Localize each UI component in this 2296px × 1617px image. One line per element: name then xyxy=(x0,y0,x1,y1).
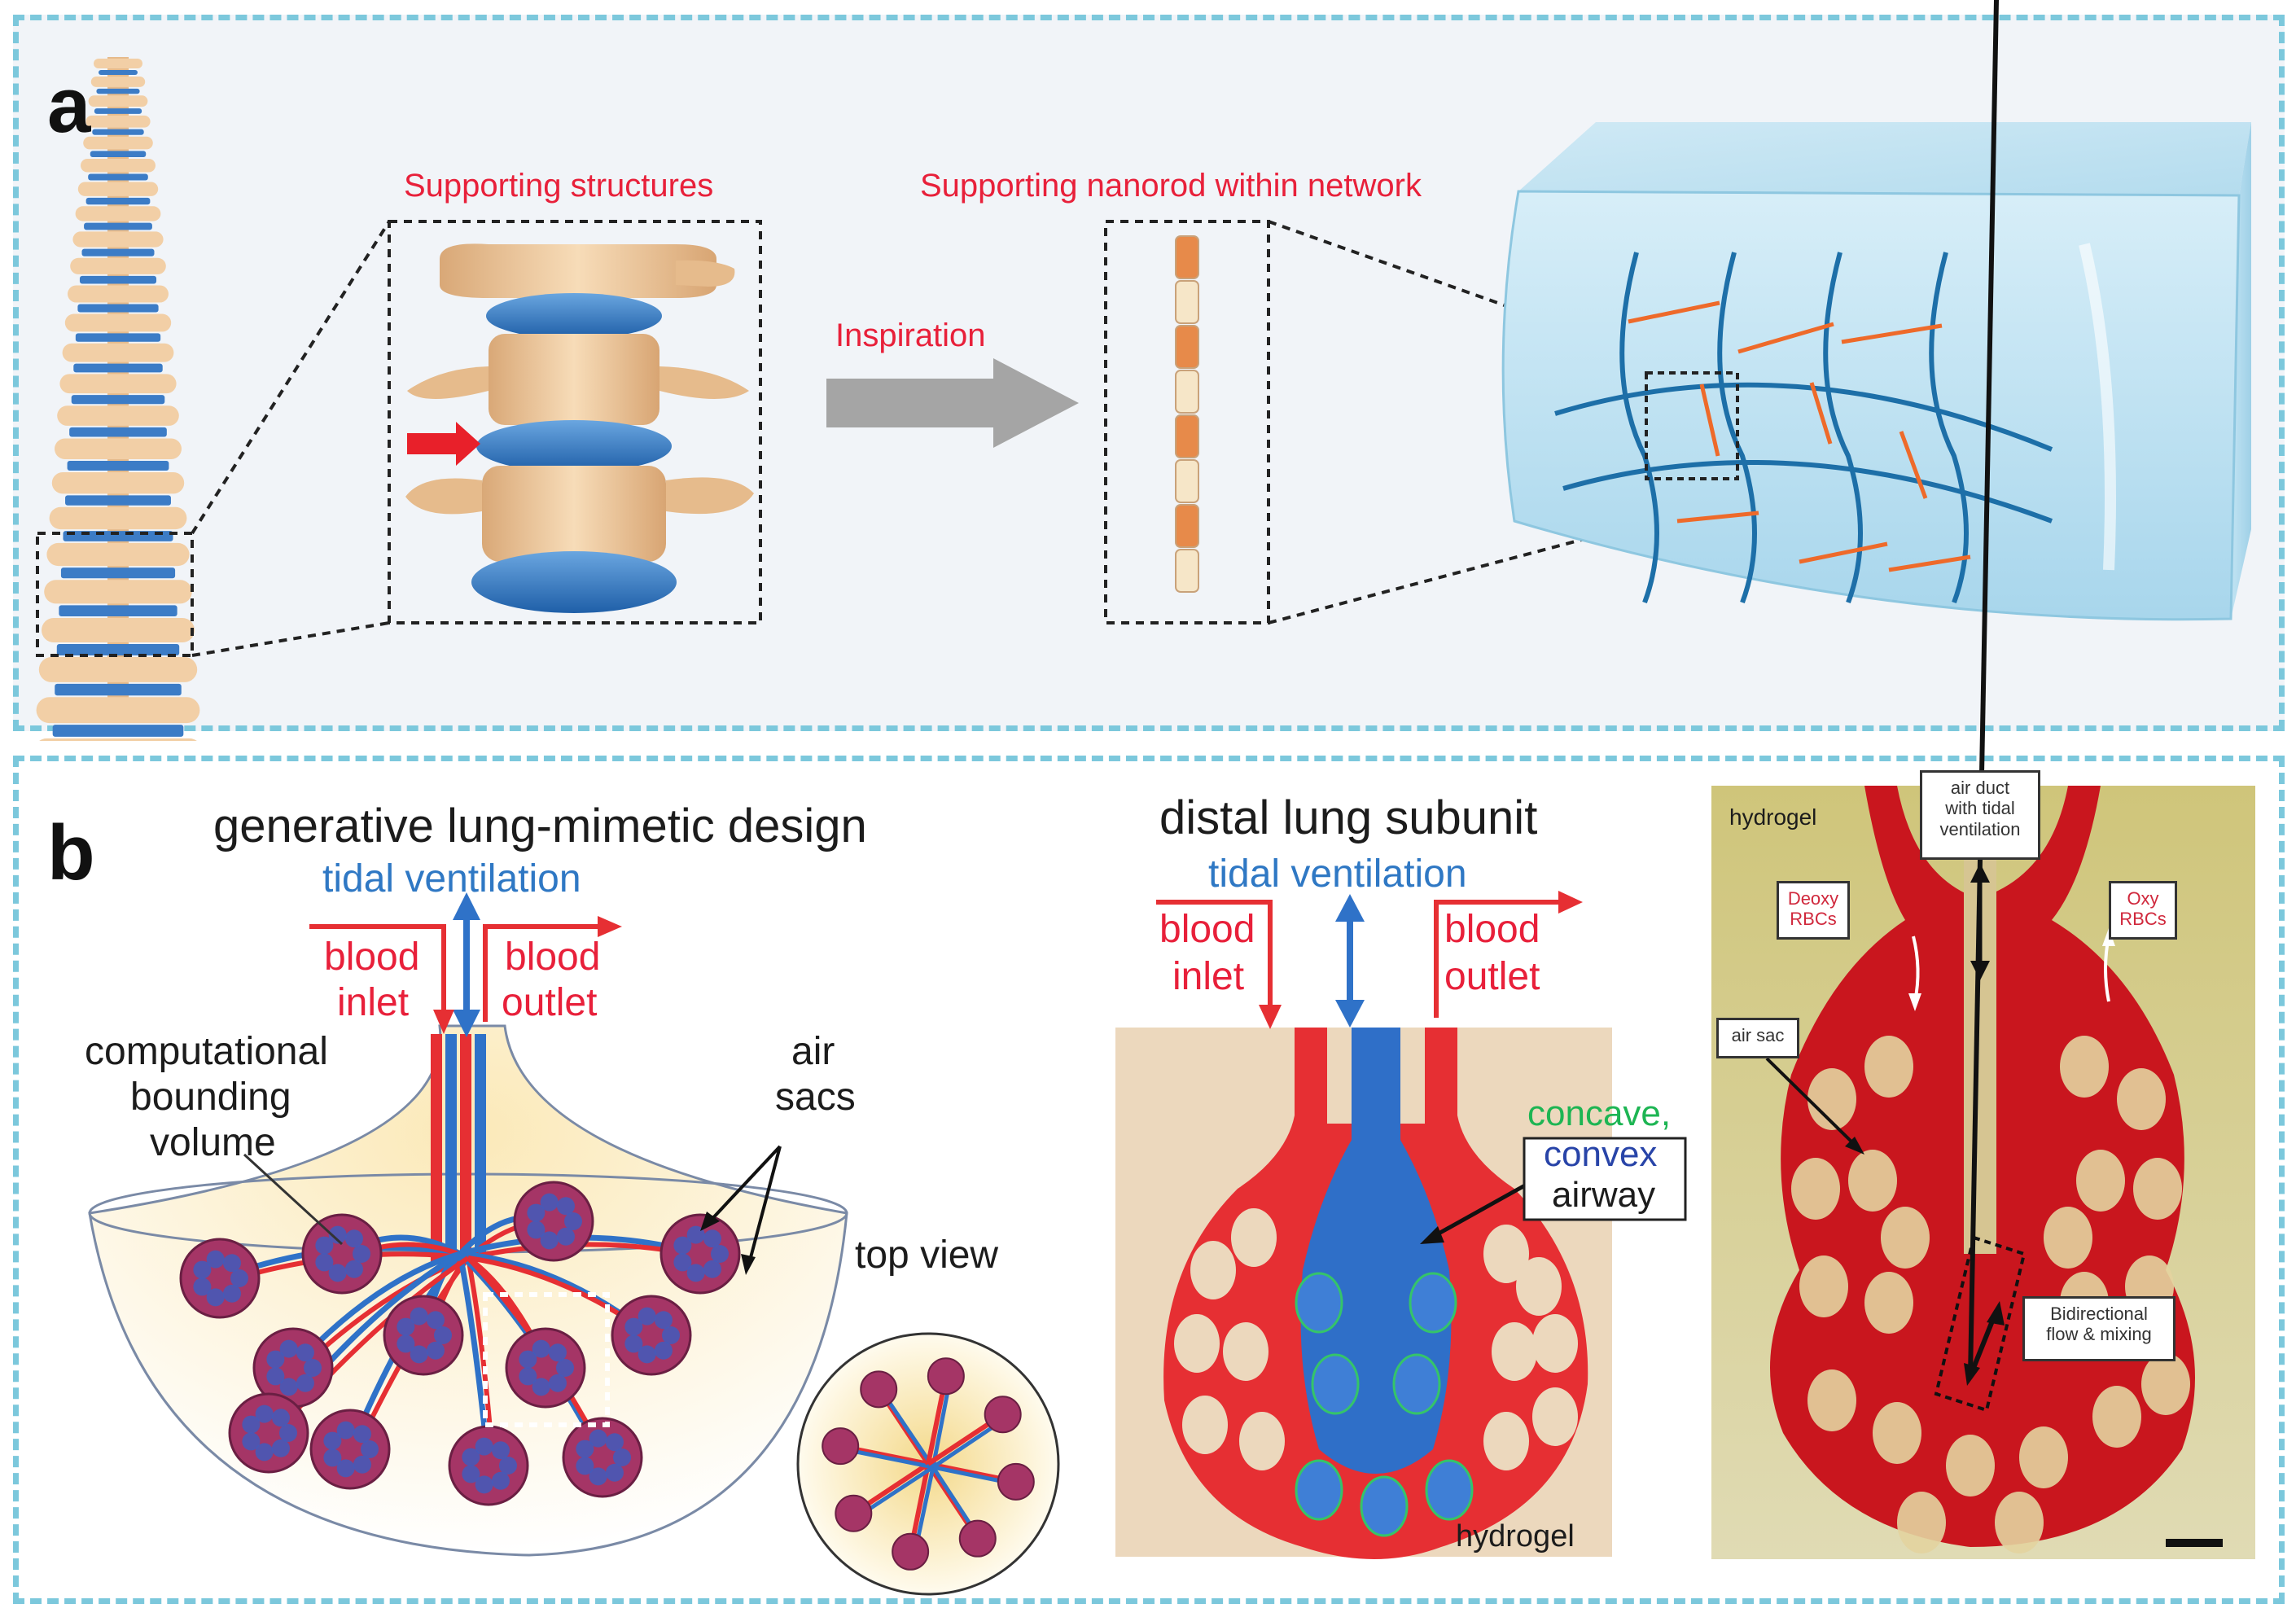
supporting-nanorod-label: Supporting nanorod within network xyxy=(920,168,1422,204)
design-blood-outlet-2: outlet xyxy=(502,981,598,1024)
subunit-blood-outlet-2: outlet xyxy=(1444,955,1540,998)
photo-oxy-1: Oxy xyxy=(2127,888,2159,909)
subunit-blood-inlet-1: blood xyxy=(1159,908,1255,951)
subunit-blood-outlet-1: blood xyxy=(1444,908,1540,951)
vertebrae-zoom-box xyxy=(388,220,762,624)
subunit-airway-label: airway xyxy=(1552,1175,1656,1215)
photo-bidirectional-1: Bidirectional xyxy=(2050,1304,2148,1324)
vertebrae-icon xyxy=(405,243,754,613)
nanorod-icon xyxy=(1175,235,1199,593)
subunit-blood-inlet-2: inlet xyxy=(1172,955,1245,998)
photo-air-duct-box: air duct with tidal ventilation xyxy=(1920,770,2040,860)
spine-zoom-box xyxy=(36,532,194,657)
panel-a-illustration xyxy=(36,57,2251,741)
design-bounding-2: bounding xyxy=(130,1076,291,1119)
photo-oxy-box: Oxy RBCs xyxy=(2109,881,2177,940)
design-air-sacs-2: sacs xyxy=(775,1076,856,1119)
spine-icon xyxy=(36,57,200,741)
design-blood-inlet-2: inlet xyxy=(337,981,410,1024)
photo-air-duct-3: ventilation xyxy=(1939,818,2021,839)
design-air-sacs-1: air xyxy=(791,1030,835,1073)
panel-a-letter: a xyxy=(47,62,91,149)
supporting-structures-label: Supporting structures xyxy=(404,168,714,204)
subunit-hydrogel-label: hydrogel xyxy=(1456,1519,1575,1553)
photo-air-sac-label: air sac xyxy=(1731,1025,1785,1045)
photo-deoxy-2: RBCs xyxy=(1790,909,1837,930)
design-bounding-3: volume xyxy=(150,1121,276,1164)
subunit-convex-label: convex xyxy=(1544,1134,1658,1174)
photo-hydrogel-label: hydrogel xyxy=(1729,804,1817,830)
photo-deoxy-1: Deoxy xyxy=(1787,888,1839,909)
photo-bidirectional-2: flow & mixing xyxy=(2046,1324,2152,1345)
photo-air-duct-1: air duct xyxy=(1950,778,2010,798)
network-zoom-box xyxy=(1645,371,1739,480)
design-tidal-ventilation: tidal ventilation xyxy=(322,857,581,901)
design-blood-inlet-1: blood xyxy=(324,936,420,979)
design-blood-outlet-1: blood xyxy=(505,936,601,979)
design-title: generative lung-mimetic design xyxy=(213,800,867,852)
photo-bidirectional-box: Bidirectional flow & mixing xyxy=(2022,1296,2176,1361)
hydrogel-cube-icon xyxy=(1501,122,2251,621)
subunit-concave-label: concave, xyxy=(1527,1093,1672,1133)
inspiration-label: Inspiration xyxy=(835,318,986,353)
panel-b-letter: b xyxy=(47,809,95,896)
design-top-view: top view xyxy=(855,1234,999,1277)
photo-air-duct-2: with tidal xyxy=(1945,798,2015,819)
photo-deoxy-box: Deoxy RBCs xyxy=(1777,881,1850,940)
design-bounding-1: computational xyxy=(85,1030,328,1073)
subunit-tidal-ventilation: tidal ventilation xyxy=(1208,852,1467,896)
photo-oxy-2: RBCs xyxy=(2119,909,2167,930)
inspiration-arrow-icon xyxy=(826,358,1079,448)
subunit-title: distal lung subunit xyxy=(1159,791,1538,844)
arrow-pointer-icon xyxy=(407,422,480,466)
nanorod-zoom-box xyxy=(1104,220,1270,624)
photo-air-sac-box: air sac xyxy=(1716,1018,1799,1058)
